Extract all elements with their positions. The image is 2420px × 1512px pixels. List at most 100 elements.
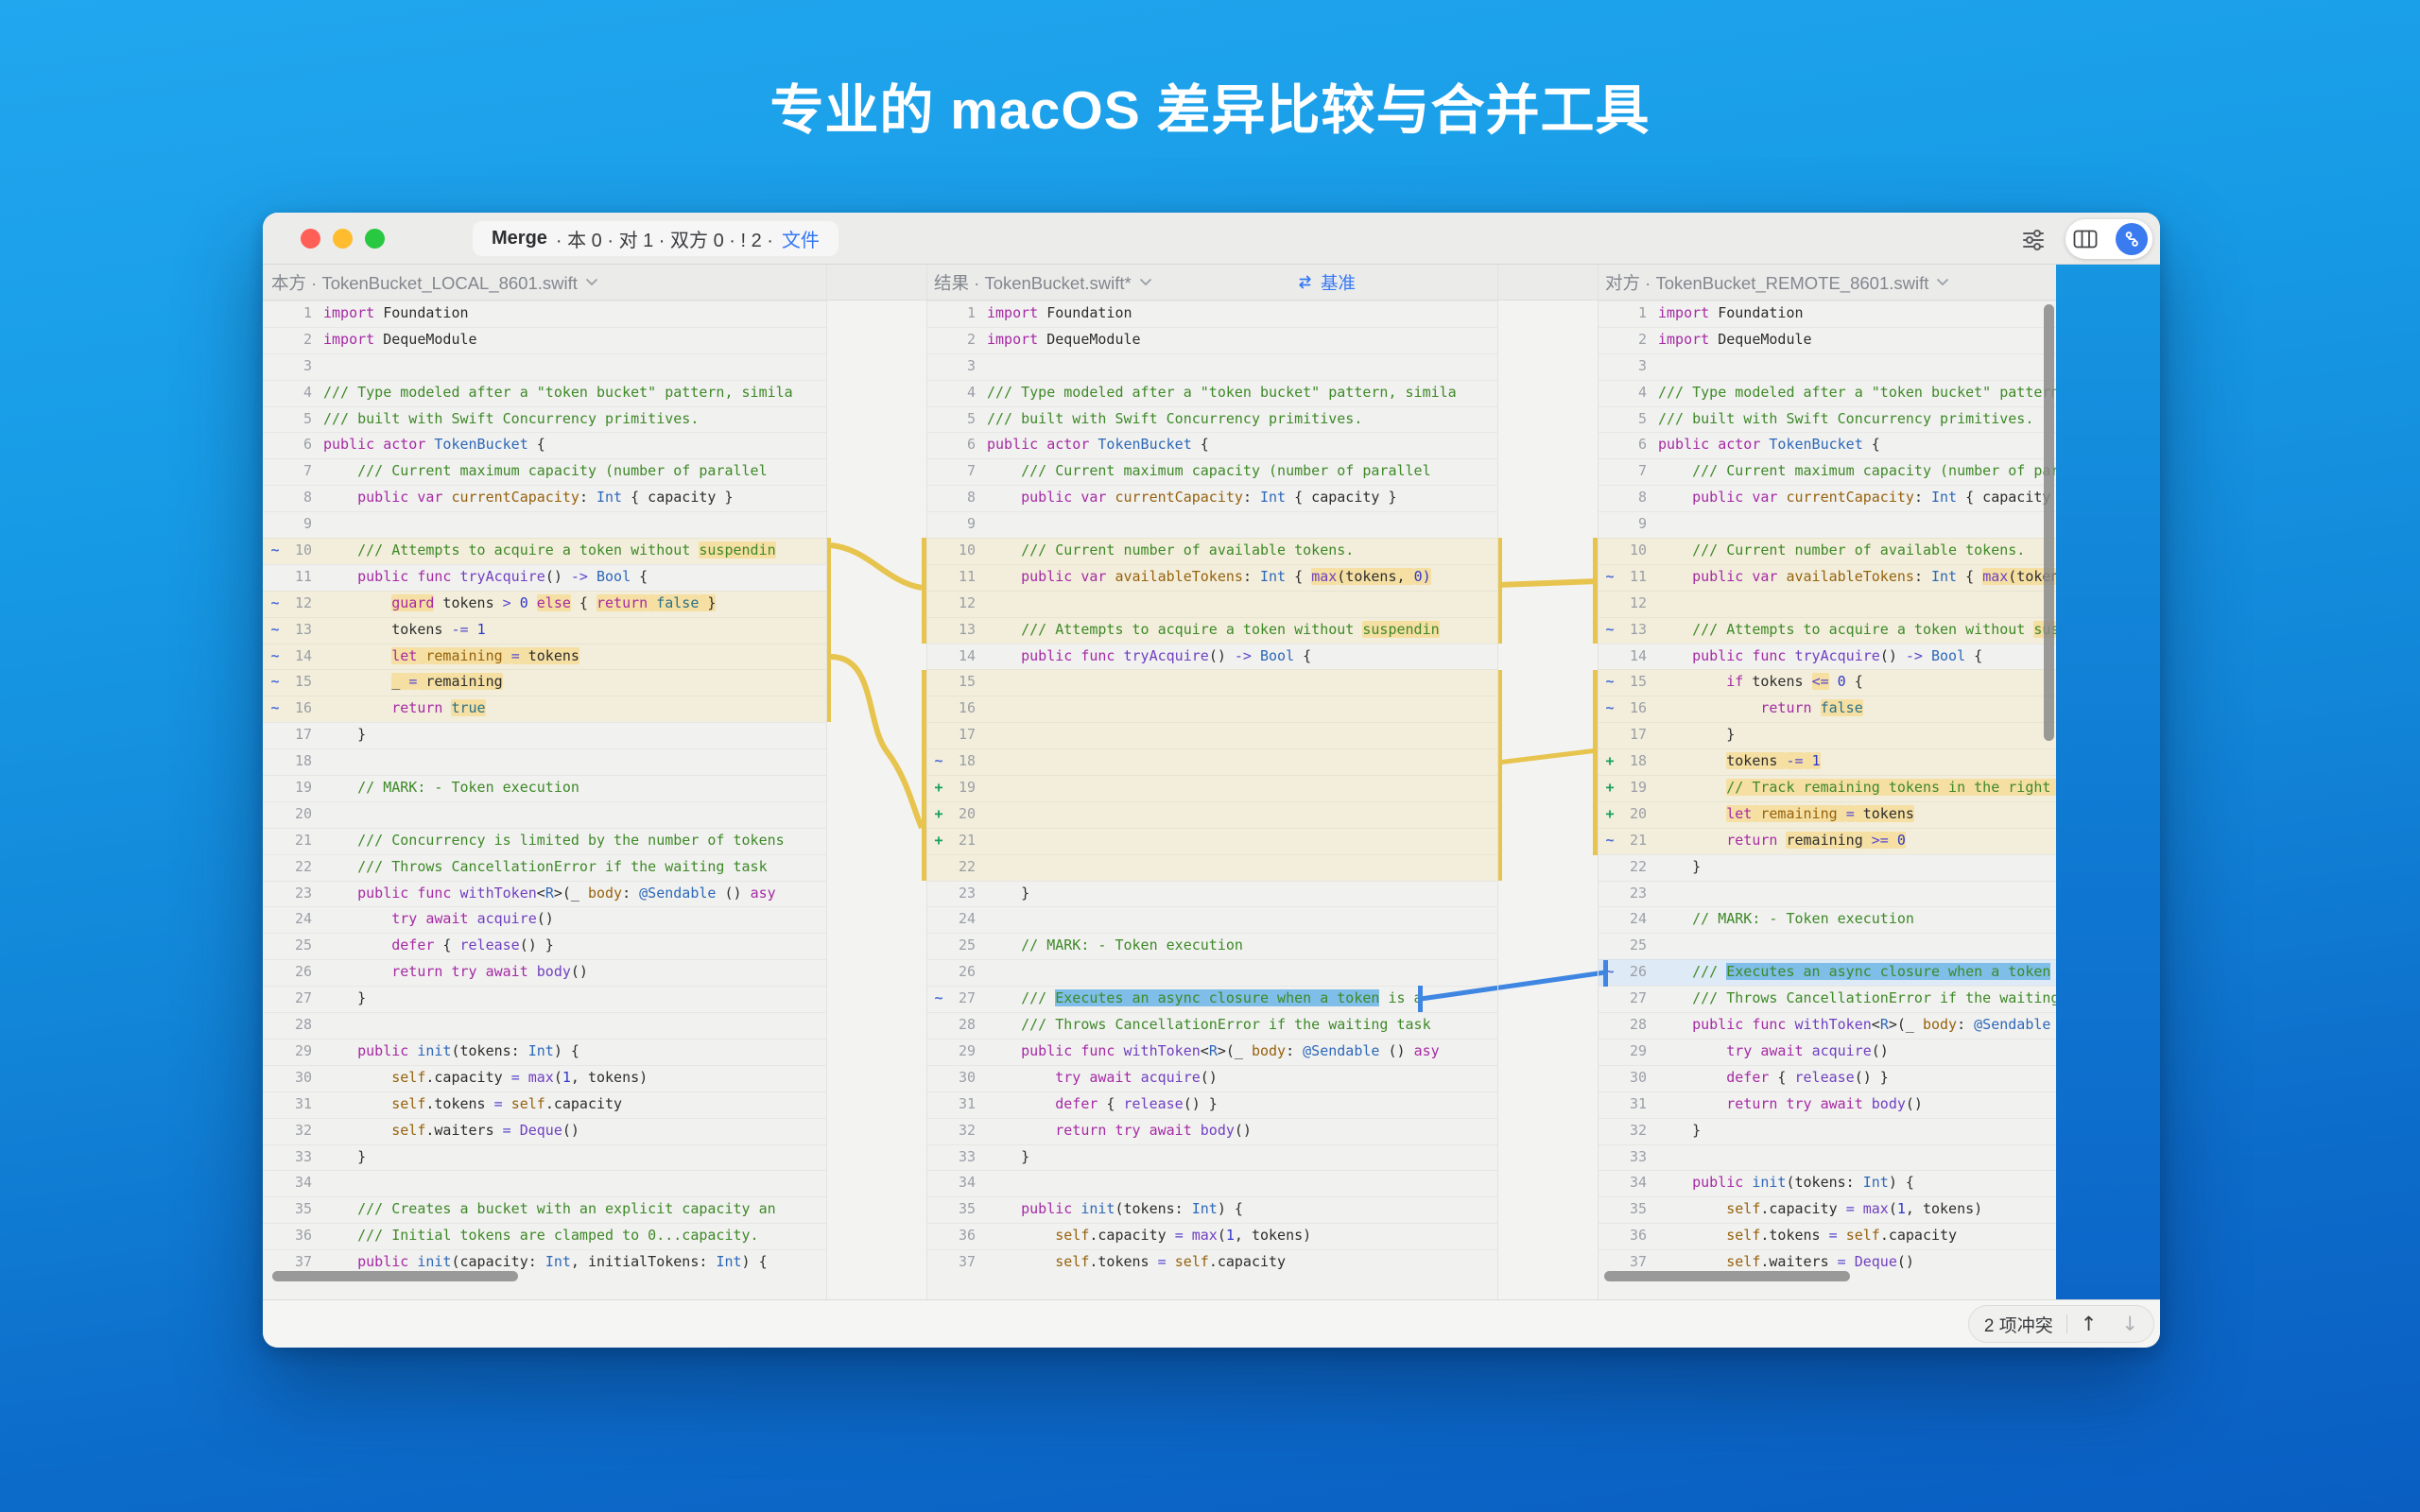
code-line[interactable]: 32 self.waiters = Deque()	[263, 1118, 826, 1144]
code-line[interactable]: 9	[1598, 511, 2160, 538]
code-line[interactable]: 35 public init(tokens: Int) {	[926, 1196, 1497, 1223]
close-button[interactable]	[301, 229, 320, 249]
code-line[interactable]: 8 public var currentCapacity: Int { capa…	[263, 485, 826, 511]
horizontal-scrollbar-right-pane[interactable]	[1604, 1271, 1850, 1281]
code-line[interactable]: ~15 _ = remaining	[263, 669, 826, 696]
code-line[interactable]: 29 public func withToken<R>(_ body: @Sen…	[926, 1039, 1497, 1065]
code-line[interactable]: 25 // MARK: - Token execution	[926, 933, 1497, 959]
code-line[interactable]: 3	[1598, 353, 2160, 380]
code-line[interactable]: 5/// built with Swift Concurrency primit…	[926, 406, 1497, 433]
right-pane-file-dropdown[interactable]: 对方 · TokenBucket_REMOTE_8601.swift	[1605, 265, 1949, 300]
code-line[interactable]: 25 defer { release() }	[263, 933, 826, 959]
code-line[interactable]: 32 return try await body()	[926, 1118, 1497, 1144]
code-line[interactable]: 5/// built with Swift Concurrency primit…	[263, 406, 826, 433]
code-line[interactable]: 11 public func tryAcquire() -> Bool {	[263, 564, 826, 591]
code-line[interactable]: 3	[263, 353, 826, 380]
code-line[interactable]: 23 public func withToken<R>(_ body: @Sen…	[263, 881, 826, 907]
code-line[interactable]: 32 }	[1598, 1118, 2160, 1144]
code-line[interactable]: 36 self.capacity = max(1, tokens)	[926, 1223, 1497, 1249]
view-options-icon[interactable]	[2020, 226, 2047, 252]
baseline-button[interactable]: 基准	[1296, 265, 1356, 300]
code-line[interactable]: 24 // MARK: - Token execution	[1598, 906, 2160, 933]
zoom-button[interactable]	[365, 229, 385, 249]
left-pane-file-dropdown[interactable]: 本方 · TokenBucket_LOCAL_8601.swift	[271, 265, 598, 300]
code-line[interactable]: 13 /// Attempts to acquire a token witho…	[926, 616, 1497, 644]
code-line[interactable]: 7 /// Current maximum capacity (number o…	[1598, 458, 2160, 485]
code-line[interactable]: ~12 guard tokens > 0 else { return false…	[263, 590, 826, 617]
code-line[interactable]: 4/// Type modeled after a "token bucket"…	[263, 380, 826, 406]
code-line[interactable]: 12	[926, 590, 1497, 617]
code-line[interactable]: 24 try await acquire()	[263, 906, 826, 933]
minimize-button[interactable]	[333, 229, 353, 249]
code-line[interactable]: 10 /// Current number of available token…	[926, 538, 1497, 564]
code-line[interactable]: 36 self.tokens = self.capacity	[1598, 1223, 2160, 1249]
code-line[interactable]: +21	[926, 827, 1497, 854]
merge-view-button[interactable]	[2116, 223, 2148, 255]
code-line[interactable]: 14 public func tryAcquire() -> Bool {	[926, 644, 1497, 670]
code-line[interactable]: 30 defer { release() }	[1598, 1065, 2160, 1091]
code-line[interactable]: ~27 /// Executes an async closure when a…	[926, 986, 1497, 1012]
next-conflict-button[interactable]: ↓	[2121, 1313, 2138, 1335]
code-line[interactable]: 9	[926, 511, 1497, 538]
code-line[interactable]: 16	[926, 696, 1497, 723]
code-line[interactable]: 22 }	[1598, 854, 2160, 881]
columns-view-button[interactable]	[2070, 225, 2100, 253]
code-line[interactable]: 22	[926, 853, 1497, 881]
code-line[interactable]: 29 public init(tokens: Int) {	[263, 1039, 826, 1065]
code-line[interactable]: 28 /// Throws CancellationError if the w…	[926, 1012, 1497, 1039]
vertical-scrollbar-right-pane[interactable]	[2044, 304, 2054, 741]
code-line[interactable]: 7 /// Current maximum capacity (number o…	[926, 458, 1497, 485]
code-line[interactable]: 15	[926, 669, 1497, 696]
code-line[interactable]: ~14 let remaining = tokens	[263, 643, 826, 670]
code-line[interactable]: 28	[263, 1012, 826, 1039]
code-line[interactable]: 34	[263, 1170, 826, 1196]
code-line[interactable]: 31 defer { release() }	[926, 1091, 1497, 1118]
code-line[interactable]: 35 self.capacity = max(1, tokens)	[1598, 1196, 2160, 1223]
code-line[interactable]: 29 try await acquire()	[1598, 1039, 2160, 1065]
code-line[interactable]: 34	[926, 1170, 1497, 1196]
code-line[interactable]: 37 public init(capacity: Int, initialTok…	[263, 1249, 826, 1276]
code-line[interactable]: 23 }	[926, 881, 1497, 907]
code-line[interactable]: 25	[1598, 933, 2160, 959]
horizontal-scrollbar-left-pane[interactable]	[272, 1271, 518, 1281]
code-line[interactable]: +19	[926, 775, 1497, 801]
code-line[interactable]: 37 self.tokens = self.capacity	[926, 1249, 1497, 1276]
code-line[interactable]: 17	[926, 722, 1497, 749]
code-line[interactable]: 18	[263, 748, 826, 775]
code-line[interactable]: 31 self.tokens = self.capacity	[263, 1091, 826, 1118]
code-line[interactable]: 31 return try await body()	[1598, 1091, 2160, 1118]
code-line[interactable]: 3	[926, 353, 1497, 380]
code-line[interactable]: 27 }	[263, 986, 826, 1012]
code-line[interactable]: ~18	[926, 748, 1497, 776]
code-line[interactable]: 23	[1598, 881, 2160, 907]
code-line[interactable]: 8 public var currentCapacity: Int { capa…	[926, 485, 1497, 511]
code-line[interactable]: 24	[926, 906, 1497, 933]
code-line[interactable]: 37 self.waiters = Deque()	[1598, 1249, 2160, 1276]
previous-conflict-button[interactable]: ↑	[2080, 1313, 2098, 1335]
code-line[interactable]: 9	[263, 511, 826, 538]
code-line[interactable]: ~10 /// Attempts to acquire a token with…	[263, 538, 826, 564]
code-line[interactable]: 20	[263, 801, 826, 828]
code-line[interactable]: 14 public func tryAcquire() -> Bool {	[1598, 644, 2160, 670]
code-line[interactable]: 22 /// Throws CancellationError if the w…	[263, 854, 826, 881]
code-line[interactable]: 7 /// Current maximum capacity (number o…	[263, 458, 826, 485]
code-line[interactable]: 35 /// Creates a bucket with an explicit…	[263, 1196, 826, 1223]
code-line[interactable]: 4/// Type modeled after a "token bucket"…	[926, 380, 1497, 406]
code-line[interactable]: 21 /// Concurrency is limited by the num…	[263, 828, 826, 854]
file-menu-link[interactable]: 文件	[781, 231, 820, 251]
code-line[interactable]: 17 }	[263, 722, 826, 748]
code-line[interactable]: 33 }	[926, 1144, 1497, 1171]
code-line[interactable]: +20	[926, 800, 1497, 828]
code-line[interactable]: 36 /// Initial tokens are clamped to 0..…	[263, 1223, 826, 1249]
code-line[interactable]: 33 }	[263, 1144, 826, 1171]
code-line[interactable]: ~16 return true	[263, 696, 826, 723]
